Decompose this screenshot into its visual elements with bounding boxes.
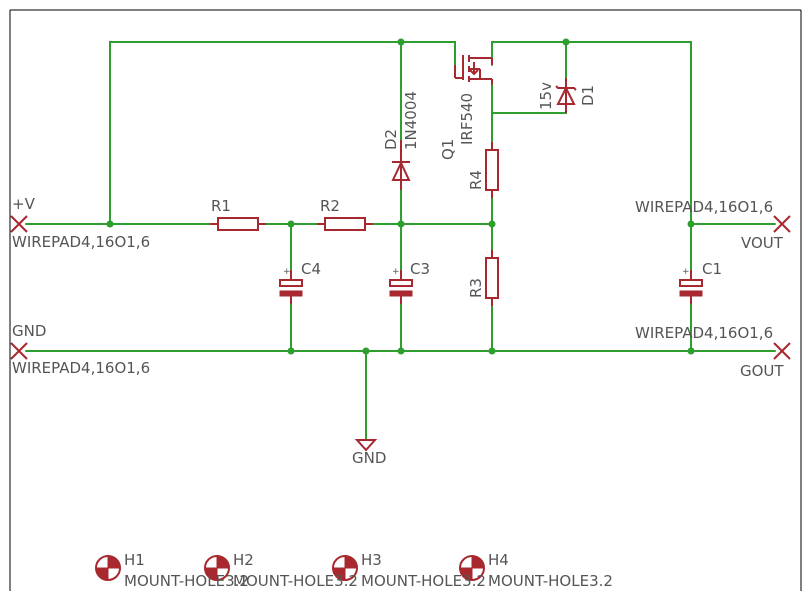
junction bbox=[488, 220, 496, 228]
label-h3-value: MOUNT-HOLE3.2 bbox=[361, 572, 486, 590]
resistor-r4[interactable] bbox=[485, 149, 499, 191]
label-h3: H3 bbox=[361, 551, 382, 569]
junction bbox=[287, 220, 295, 228]
junction bbox=[287, 347, 295, 355]
junction bbox=[397, 220, 405, 228]
junction bbox=[397, 347, 405, 355]
pad-gout[interactable] bbox=[773, 342, 791, 360]
junction bbox=[687, 347, 695, 355]
label-d2: D2 bbox=[382, 129, 400, 150]
wire-source-d1 bbox=[491, 41, 567, 114]
label-h4: H4 bbox=[488, 551, 509, 569]
label-h2-value: MOUNT-HOLE3.2 bbox=[233, 572, 358, 590]
label-c1: C1 bbox=[702, 260, 722, 278]
label-q1: Q1 bbox=[439, 139, 457, 160]
label-h1: H1 bbox=[124, 551, 145, 569]
capacitor-c3[interactable] bbox=[389, 270, 413, 304]
junction bbox=[687, 220, 695, 228]
pad-in[interactable] bbox=[10, 215, 28, 233]
label-wirepad-out: WIREPAD4,16O1,6 bbox=[635, 198, 773, 216]
resistor-r1[interactable] bbox=[217, 217, 259, 231]
label-gout: GOUT bbox=[740, 362, 784, 380]
junction bbox=[562, 38, 570, 46]
mosfet-q1[interactable] bbox=[454, 55, 493, 85]
label-q1-value: IRF540 bbox=[458, 93, 476, 145]
label-h4-value: MOUNT-HOLE3.2 bbox=[488, 572, 613, 590]
ground-symbol[interactable] bbox=[354, 439, 378, 452]
label-wirepad-gout: WIREPAD4,16O1,6 bbox=[635, 324, 773, 342]
wire-top-left bbox=[109, 41, 456, 225]
junctions bbox=[106, 38, 695, 355]
junction bbox=[106, 220, 114, 228]
pad-vout[interactable] bbox=[773, 215, 791, 233]
label-h1-value: MOUNT-HOLE3.2 bbox=[124, 572, 249, 590]
label-h2: H2 bbox=[233, 551, 254, 569]
label-vout: VOUT bbox=[741, 234, 784, 252]
mount-hole-h4[interactable] bbox=[459, 555, 485, 581]
junction bbox=[362, 347, 370, 355]
label-c4-plus: + bbox=[283, 267, 291, 277]
label-gnd-symbol: GND bbox=[352, 449, 386, 467]
resistor-r3[interactable] bbox=[485, 257, 499, 299]
mount-hole-h1[interactable] bbox=[95, 555, 121, 581]
label-gnd-pad: GND bbox=[12, 322, 46, 340]
label-wirepad-gnd: WIREPAD4,16O1,6 bbox=[12, 359, 150, 377]
pad-gnd[interactable] bbox=[10, 342, 28, 360]
zener-diode-d1[interactable] bbox=[555, 78, 577, 113]
label-r3: R3 bbox=[467, 278, 485, 298]
label-d1-value: 15v bbox=[537, 82, 555, 110]
label-wirepad-in: WIREPAD4,16O1,6 bbox=[12, 233, 150, 251]
label-r1: R1 bbox=[211, 197, 231, 215]
label-c1-plus: + bbox=[682, 267, 690, 277]
label-r2: R2 bbox=[320, 197, 340, 215]
mount-hole-h3[interactable] bbox=[332, 555, 358, 581]
label-plus-v: +V bbox=[12, 195, 36, 213]
junction bbox=[397, 38, 405, 46]
mount-hole-h2[interactable] bbox=[204, 555, 230, 581]
junction bbox=[488, 347, 496, 355]
label-r4: R4 bbox=[467, 170, 485, 190]
capacitor-c4[interactable] bbox=[279, 270, 303, 304]
label-c3-plus: + bbox=[392, 267, 400, 277]
resistor-r2[interactable] bbox=[324, 217, 366, 231]
wire-top-right bbox=[491, 41, 692, 225]
diode-d2[interactable] bbox=[391, 140, 411, 190]
label-c3: C3 bbox=[410, 260, 430, 278]
capacitor-c1[interactable] bbox=[679, 270, 703, 304]
label-d1: D1 bbox=[579, 85, 597, 106]
label-d2-value: 1N4004 bbox=[402, 91, 420, 150]
label-c4: C4 bbox=[301, 260, 321, 278]
